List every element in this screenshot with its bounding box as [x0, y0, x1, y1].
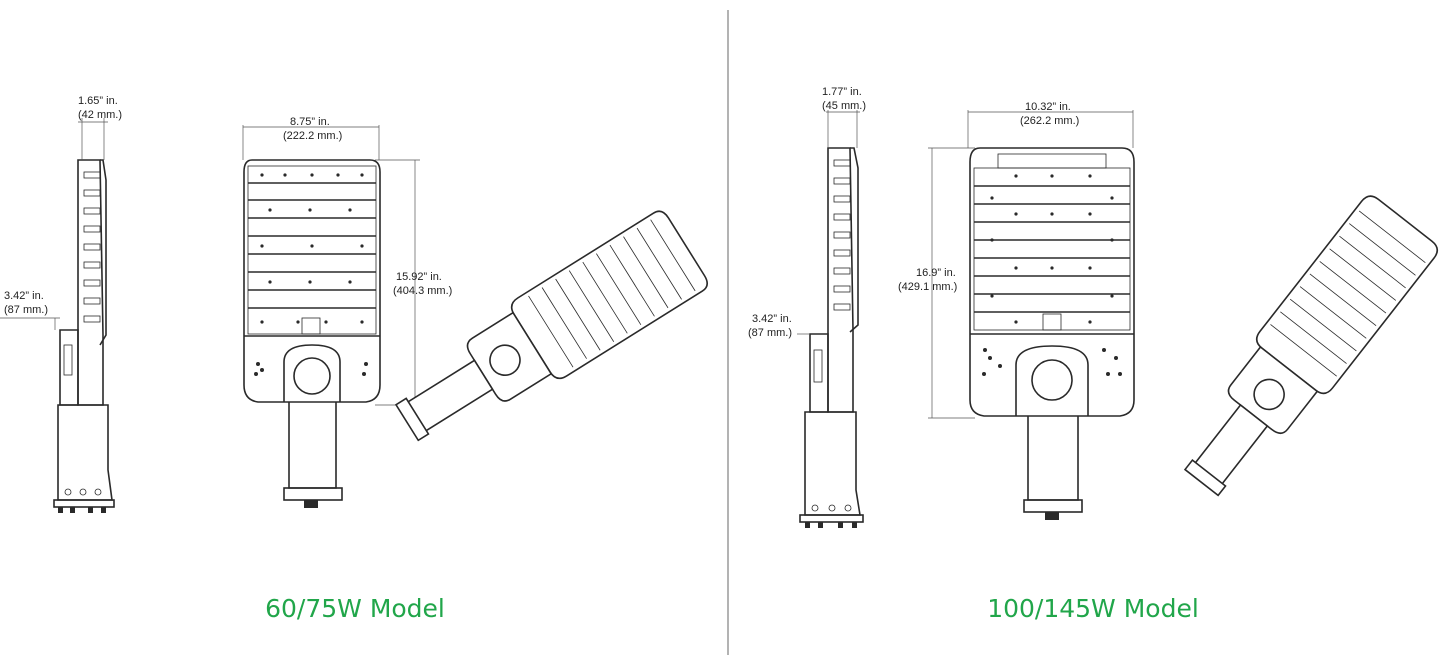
right-side-fins: [833, 159, 851, 311]
left-height-inch: 15.92” in.: [396, 271, 442, 283]
right-height-mm: (429.1 mm.): [898, 281, 957, 293]
right-side-depth-mm: (45 mm.): [822, 100, 866, 112]
left-model: 1.65” in. (42 mm.) 3.42” in. (87 mm.): [0, 95, 708, 513]
left-side-fins: [83, 171, 101, 323]
left-height-mm: (404.3 mm.): [393, 285, 452, 297]
left-model-title: 60/75W Model: [265, 594, 445, 623]
left-perspective-view: [394, 210, 708, 442]
right-front-fins: [974, 185, 1130, 313]
left-side-bracket-inch: 3.42” in.: [4, 290, 44, 302]
left-side-depth-mm: (42 mm.): [78, 109, 122, 121]
right-model-title: 100/145W Model: [987, 594, 1199, 623]
left-side-depth-inch: 1.65” in.: [78, 95, 118, 107]
left-front-view: [242, 125, 420, 508]
left-side-view: [0, 118, 115, 513]
right-front-view: [928, 110, 1135, 520]
left-front-fins: [248, 182, 376, 309]
right-height-inch: 16.9” in.: [916, 267, 956, 279]
right-side-bracket-mm: (87 mm.): [748, 327, 792, 339]
right-width-mm: (262.2 mm.): [1020, 115, 1079, 127]
right-side-view: [797, 110, 864, 528]
right-model: 1.77” in. (45 mm.) 3.42” in. (87 mm.): [748, 86, 1439, 528]
left-width-mm: (222.2 mm.): [283, 130, 342, 142]
left-side-bracket-mm: (87 mm.): [4, 304, 48, 316]
right-perspective-view: [1183, 195, 1439, 497]
right-width-inch: 10.32” in.: [1025, 101, 1071, 113]
left-width-inch: 8.75” in.: [290, 116, 330, 128]
right-side-depth-inch: 1.77” in.: [822, 86, 862, 98]
right-side-bracket-inch: 3.42” in.: [752, 313, 792, 325]
